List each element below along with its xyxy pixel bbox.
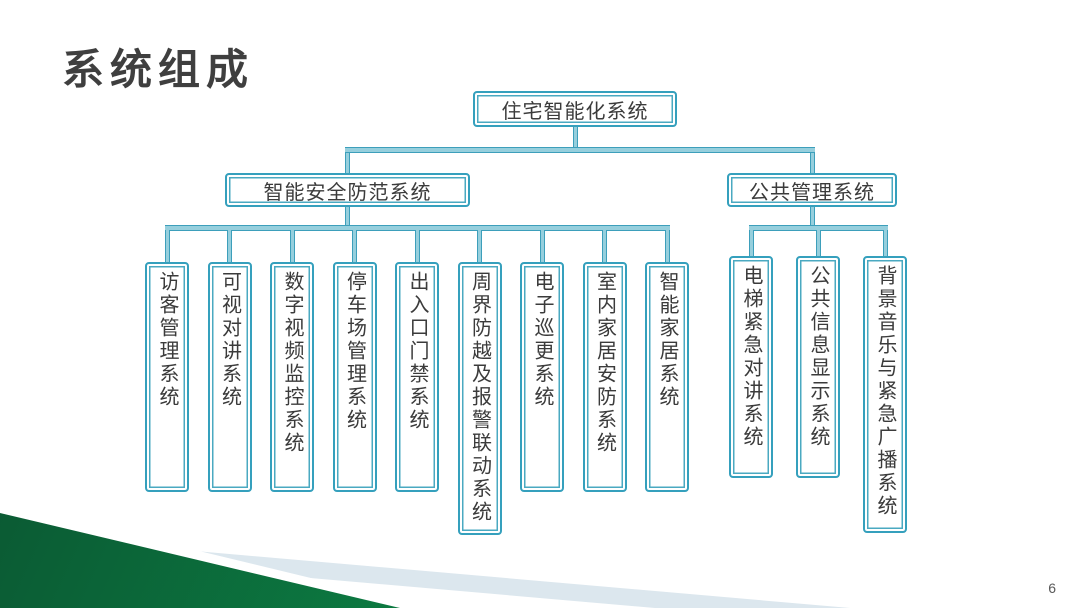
connector-line (748, 230, 754, 256)
connector-line (809, 153, 815, 173)
org-node-leaf-0-5-label: 周界防越及报警联动系统 (468, 271, 491, 524)
org-node-leaf-0-7-label: 室内家居安防系统 (593, 271, 616, 455)
connector-line (477, 230, 482, 262)
connector-line (344, 153, 350, 173)
org-node-leaf-0-3: 停车场管理系统 (332, 262, 377, 492)
org-node-leaf-0-2: 数字视频监控系统 (270, 262, 314, 492)
org-node-leaf-0-8-label: 智能家居系统 (656, 271, 678, 409)
org-node-leaf-0-5: 周界防越及报警联动系统 (457, 262, 502, 535)
org-node-leaf-0-1-label: 可视对讲系统 (218, 271, 241, 409)
org-node-leaf-1-1-label: 公共信息显示系统 (807, 265, 829, 449)
connector-line (815, 230, 821, 256)
org-node-leaf-1-0: 电梯紧急对讲系统 (729, 256, 773, 478)
org-node-branch-1: 公共管理系统 (727, 173, 897, 207)
org-node-leaf-0-0: 访客管理系统 (145, 262, 189, 492)
org-node-leaf-0-0-label: 访客管理系统 (156, 271, 178, 409)
org-node-leaf-1-2: 背景音乐与紧急广播系统 (863, 256, 907, 533)
org-node-branch-0: 智能安全防范系统 (225, 173, 470, 207)
org-node-leaf-0-6-label: 电子巡更系统 (531, 271, 553, 409)
connector-line (882, 230, 888, 256)
org-node-leaf-0-6: 电子巡更系统 (520, 262, 564, 492)
org-node-leaf-1-0-label: 电梯紧急对讲系统 (740, 265, 762, 449)
org-node-root: 住宅智能化系统 (473, 91, 677, 127)
org-node-leaf-0-3-label: 停车场管理系统 (343, 271, 366, 432)
connector-line (414, 230, 420, 262)
connector-line (809, 207, 815, 227)
connector-line (344, 207, 350, 227)
slide-title: 系统组成 (62, 46, 255, 93)
connector-line (664, 230, 670, 262)
org-node-leaf-0-2-label: 数字视频监控系统 (281, 271, 303, 455)
org-node-leaf-0-4-label: 出入口门禁系统 (406, 271, 428, 432)
org-node-leaf-1-1: 公共信息显示系统 (796, 256, 840, 478)
connector-line (572, 127, 578, 153)
connector-line (164, 230, 170, 262)
org-node-leaf-0-7: 室内家居安防系统 (582, 262, 627, 492)
connector-line (289, 230, 295, 262)
org-node-leaf-0-1: 可视对讲系统 (207, 262, 252, 492)
connector-line (602, 230, 607, 262)
connector-line (227, 230, 232, 262)
org-node-leaf-0-8: 智能家居系统 (645, 262, 689, 492)
connector-line (539, 230, 545, 262)
connector-line (352, 230, 357, 262)
org-node-leaf-1-2-label: 背景音乐与紧急广播系统 (874, 265, 896, 518)
connector-line (344, 147, 815, 153)
page-number: 6 (1048, 580, 1056, 596)
org-node-leaf-0-4: 出入口门禁系统 (395, 262, 439, 492)
